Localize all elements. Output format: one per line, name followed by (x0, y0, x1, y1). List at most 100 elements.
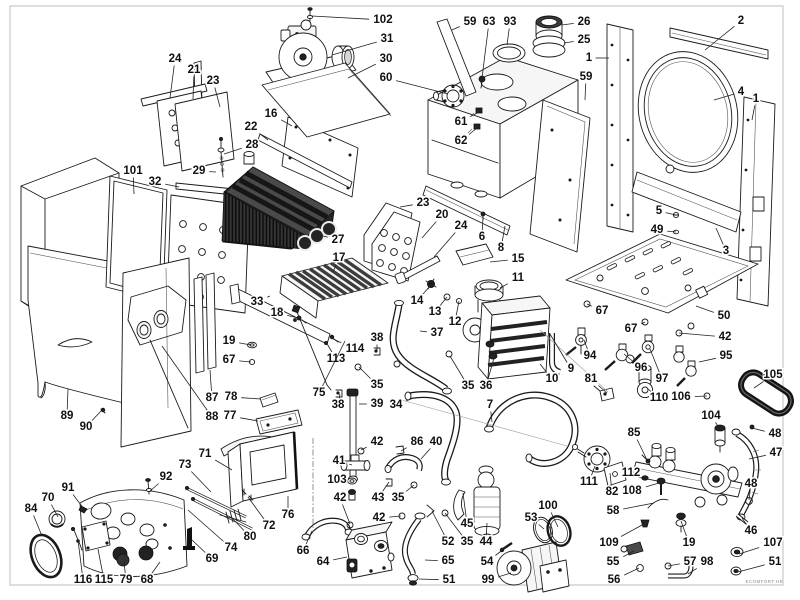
callout-67: 67 (625, 323, 638, 335)
sensor-55 (620, 541, 644, 556)
callout-80: 80 (244, 531, 257, 543)
callout-69: 69 (206, 553, 219, 565)
callout-24: 24 (169, 53, 182, 65)
orings-35 (354, 350, 453, 371)
gas-valve-64 (345, 521, 395, 579)
bracket-3 (631, 171, 742, 233)
bracket-58 (647, 498, 669, 509)
oring-100 (546, 515, 572, 547)
cover-panel-30 (261, 62, 392, 138)
screws-116 (71, 527, 83, 551)
heat-exchanger-27 (221, 151, 337, 251)
callout-1: 1 (753, 93, 760, 105)
callout-21: 21 (188, 64, 201, 76)
leader-line-9 (549, 333, 568, 363)
callout-5: 5 (656, 205, 663, 217)
leader-line-51 (418, 578, 439, 581)
callout-82: 82 (606, 486, 619, 498)
screw-90 (100, 407, 106, 414)
leader-line-58 (623, 502, 655, 510)
callout-81: 81 (585, 373, 598, 385)
leader-line-84 (33, 515, 43, 537)
leader-line-41 (349, 463, 353, 466)
handle-105 (738, 369, 794, 430)
callout-22: 22 (245, 121, 258, 133)
side-panel-59-right (529, 99, 591, 253)
callout-33: 33 (251, 296, 264, 308)
gas-manifold-60 (433, 84, 465, 108)
callout-77: 77 (224, 410, 237, 422)
flow-sensor-104 (714, 424, 726, 453)
leader-line-24 (433, 232, 456, 258)
callout-44: 44 (480, 536, 493, 548)
callout-13: 13 (429, 306, 442, 318)
leader-line-72 (247, 496, 265, 520)
leader-line-67 (641, 321, 646, 325)
pin-69 (183, 527, 195, 550)
leader-line-95 (698, 357, 716, 363)
callout-57: 57 (684, 556, 697, 568)
leader-line-34 (406, 398, 412, 402)
plate-77 (255, 409, 303, 435)
callout-43: 43 (372, 492, 385, 504)
leader-line-35 (444, 512, 463, 536)
rod-74 (184, 485, 247, 519)
leader-line-33 (267, 295, 271, 298)
pump-head (694, 463, 739, 508)
callout-29: 29 (193, 165, 206, 177)
leader-line-69 (191, 539, 206, 553)
callout-93: 93 (504, 16, 517, 28)
callout-23: 23 (207, 75, 220, 87)
nut-103 (347, 477, 357, 485)
leader-line-32 (165, 183, 180, 188)
clip-91 (78, 505, 88, 514)
leader-line-37 (419, 330, 427, 333)
leader-line-81 (598, 385, 608, 394)
callout-61: 61 (455, 116, 468, 128)
leader-line-113 (325, 341, 333, 353)
leader-line-62 (468, 127, 478, 135)
leader-line-25 (563, 41, 574, 44)
clip-38b (335, 389, 343, 398)
callout-99: 99 (482, 574, 495, 586)
leader-line-50 (695, 305, 714, 313)
leader-line-111 (591, 465, 596, 476)
oring-42a (357, 447, 365, 455)
leader-line-15 (489, 259, 508, 263)
callout-66: 66 (297, 545, 310, 557)
callout-95: 95 (720, 350, 733, 362)
leader-line-42 (360, 446, 367, 451)
callout-46: 46 (745, 525, 758, 537)
callout-94: 94 (584, 350, 597, 362)
callout-59: 59 (464, 16, 477, 28)
callout-38: 38 (332, 399, 345, 411)
bracket-82 (603, 461, 627, 487)
callout-41: 41 (333, 455, 346, 467)
burner-17 (279, 257, 389, 319)
side-panel-59-left (436, 18, 477, 97)
callout-3: 3 (723, 245, 729, 257)
callout-114: 114 (346, 343, 365, 355)
leader-line-59 (584, 83, 587, 101)
callout-76: 76 (282, 509, 295, 521)
leader-line-7 (490, 411, 493, 423)
exchanger-stub (243, 151, 255, 165)
leader-line-35 (405, 484, 415, 492)
elbow-46 (735, 513, 749, 525)
callout-40: 40 (430, 436, 443, 448)
callout-108: 108 (622, 485, 642, 497)
spring-80 (219, 508, 247, 524)
fitting-107 (730, 546, 744, 558)
callout-86: 86 (411, 436, 424, 448)
fitting-19b (675, 512, 687, 533)
callout-51: 51 (769, 556, 782, 568)
callout-63: 63 (483, 16, 496, 28)
callout-97: 97 (656, 373, 669, 385)
screw-102 (306, 7, 314, 22)
flue-collar-26-25 (532, 15, 566, 58)
knob (138, 545, 154, 561)
oring-67b (583, 300, 591, 308)
callout-10: 10 (546, 373, 559, 385)
knob-70 (48, 510, 66, 528)
